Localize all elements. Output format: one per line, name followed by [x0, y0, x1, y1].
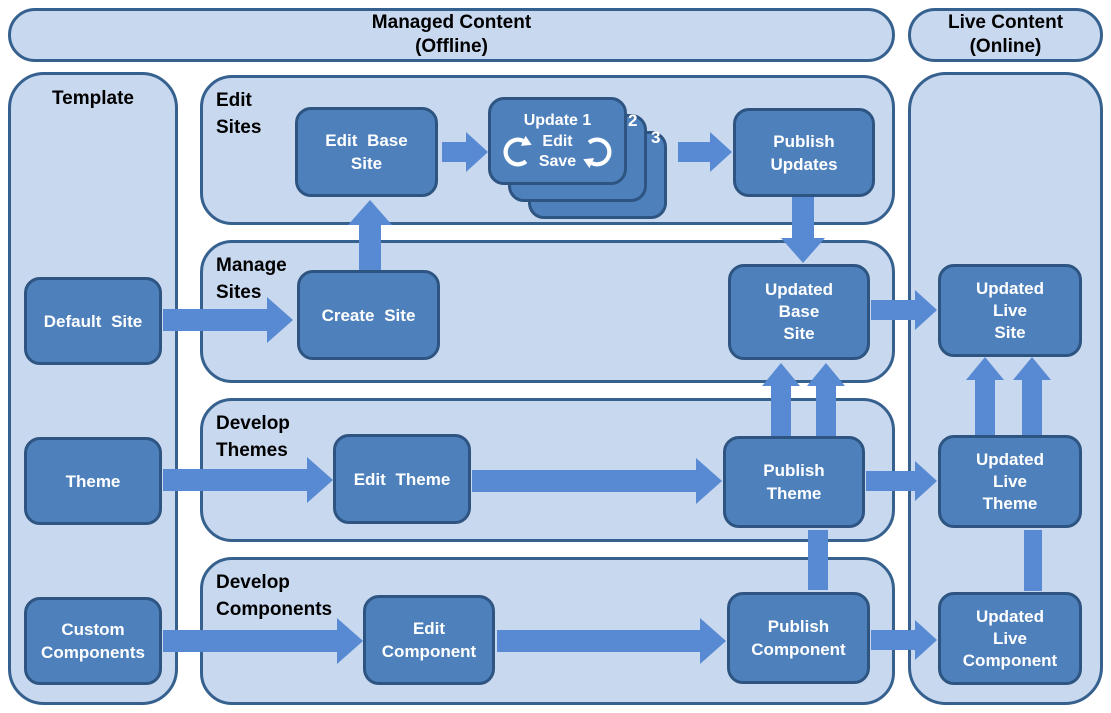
section-label-line: Sites — [216, 117, 262, 138]
section-label-line: Components — [216, 599, 333, 620]
node-publish-theme: Publish Theme — [723, 436, 865, 528]
node-label: Create Site — [321, 305, 416, 325]
node-edit-component: Edit Component — [363, 595, 495, 685]
node-label: Live — [992, 628, 1028, 648]
live-content-header: Live Content (Online) — [908, 8, 1103, 62]
node-label: Custom — [61, 620, 125, 639]
arrow-edit-theme-to-publish-theme — [472, 458, 722, 504]
section-label-line: Themes — [216, 440, 288, 461]
update-card-title: Update 1 — [523, 111, 592, 129]
node-updated-live-component: Updated Live Component — [938, 592, 1082, 685]
node-label: Edit Base — [325, 131, 408, 150]
node-label: Components — [41, 643, 145, 662]
node-label: Component — [381, 642, 477, 661]
cycle-arrow-left-icon — [503, 135, 532, 166]
section-label-line: Develop — [216, 572, 290, 593]
node-label: Updated — [976, 278, 1044, 298]
arrow-create-site-to-edit-base-site — [348, 200, 392, 270]
node-label: Publish — [773, 131, 835, 151]
section-label-line: Sites — [216, 282, 262, 303]
section-label-line: Develop — [216, 413, 290, 434]
update-card-1: Update 1 Edit Save — [488, 97, 627, 185]
section-label-develop-components: Develop Components — [203, 560, 892, 623]
arrow-publish-component-to-updated-live-component — [871, 620, 937, 660]
node-edit-base-site: Edit Base Site — [295, 107, 438, 197]
arrow-update-to-publish-updates — [678, 132, 732, 172]
cycle-arrow-right-icon — [583, 137, 612, 168]
node-label: Site — [783, 324, 815, 343]
arrow-default-site-to-create-site — [163, 297, 293, 343]
node-label: Publish — [763, 461, 825, 480]
node-label: Updates — [770, 154, 838, 174]
node-theme: Theme — [24, 437, 162, 525]
arrow-publish-theme-to-updated-base-site-1 — [762, 363, 800, 436]
node-create-site: Create Site — [297, 270, 440, 360]
arrow-updated-live-theme-to-updated-live-site-2 — [1013, 357, 1051, 435]
node-label: Theme — [65, 471, 121, 491]
update-card-actions: Edit Save — [539, 132, 576, 172]
node-label: Component — [962, 650, 1058, 670]
node-updated-live-theme: Updated Live Theme — [938, 435, 1082, 528]
arrow-edit-base-site-to-update — [442, 132, 488, 172]
node-label: Updated — [976, 606, 1044, 626]
update-card-save-label: Save — [538, 152, 577, 170]
update-card-cycle-row: Edit Save — [501, 132, 614, 172]
arrow-custom-components-to-edit-component — [163, 618, 363, 664]
section-label-develop-themes: Develop Themes — [203, 401, 892, 464]
connector-updated-live-component-to-updated-live-theme — [1024, 530, 1042, 591]
section-label-manage-sites: Manage Sites — [203, 243, 892, 306]
node-updated-base-site: Updated Base Site — [728, 264, 870, 360]
node-label: Theme — [982, 493, 1038, 513]
node-label: Updated — [765, 280, 833, 299]
node-label: Default Site — [43, 311, 143, 331]
section-label-edit-sites: Edit Sites — [203, 78, 892, 141]
node-default-site: Default Site — [24, 277, 162, 365]
arrow-theme-to-edit-theme — [163, 457, 333, 503]
node-label: Live — [992, 300, 1028, 320]
arrow-publish-theme-to-updated-base-site-2 — [807, 363, 845, 436]
node-custom-components: Custom Components — [24, 597, 162, 685]
connector-publish-component-to-publish-theme — [808, 530, 828, 590]
node-label: Live — [992, 471, 1028, 491]
arrow-updated-live-theme-to-updated-live-site-1 — [966, 357, 1004, 435]
managed-content-header: Managed Content (Offline) — [8, 8, 895, 62]
arrow-publish-updates-to-updated-base-site — [781, 197, 825, 263]
node-publish-component: Publish Component — [727, 592, 870, 684]
node-label: Component — [751, 640, 846, 659]
live-content-title-line1: Live Content — [947, 12, 1064, 33]
section-label-line: Manage — [216, 255, 287, 276]
node-label: Updated — [976, 449, 1044, 469]
update-card-3-number: 3 — [651, 128, 661, 147]
update-card-2-number: 2 — [628, 111, 638, 130]
template-panel-title: Template — [51, 88, 134, 109]
node-label: Edit Theme — [353, 469, 451, 489]
arrow-updated-base-site-to-updated-live-site — [871, 290, 937, 330]
node-updated-live-site: Updated Live Site — [938, 264, 1082, 357]
managed-content-title-line1: Managed Content — [371, 12, 532, 33]
managed-content-title-line2: (Offline) — [415, 36, 488, 57]
arrow-publish-theme-to-updated-live-theme — [866, 461, 937, 501]
node-label: Theme — [766, 484, 822, 503]
arrow-edit-component-to-publish-component — [497, 618, 726, 664]
node-label: Publish — [767, 617, 830, 636]
node-edit-theme: Edit Theme — [333, 434, 471, 524]
node-publish-updates: Publish Updates — [733, 108, 875, 197]
node-label: Site — [350, 154, 383, 173]
node-label: Site — [994, 322, 1026, 342]
node-label: Edit — [412, 619, 446, 638]
update-card-edit-label: Edit — [542, 132, 573, 150]
live-content-title-line2: (Online) — [969, 36, 1042, 57]
node-label: Base — [778, 302, 820, 321]
section-label-line: Edit — [216, 90, 252, 111]
